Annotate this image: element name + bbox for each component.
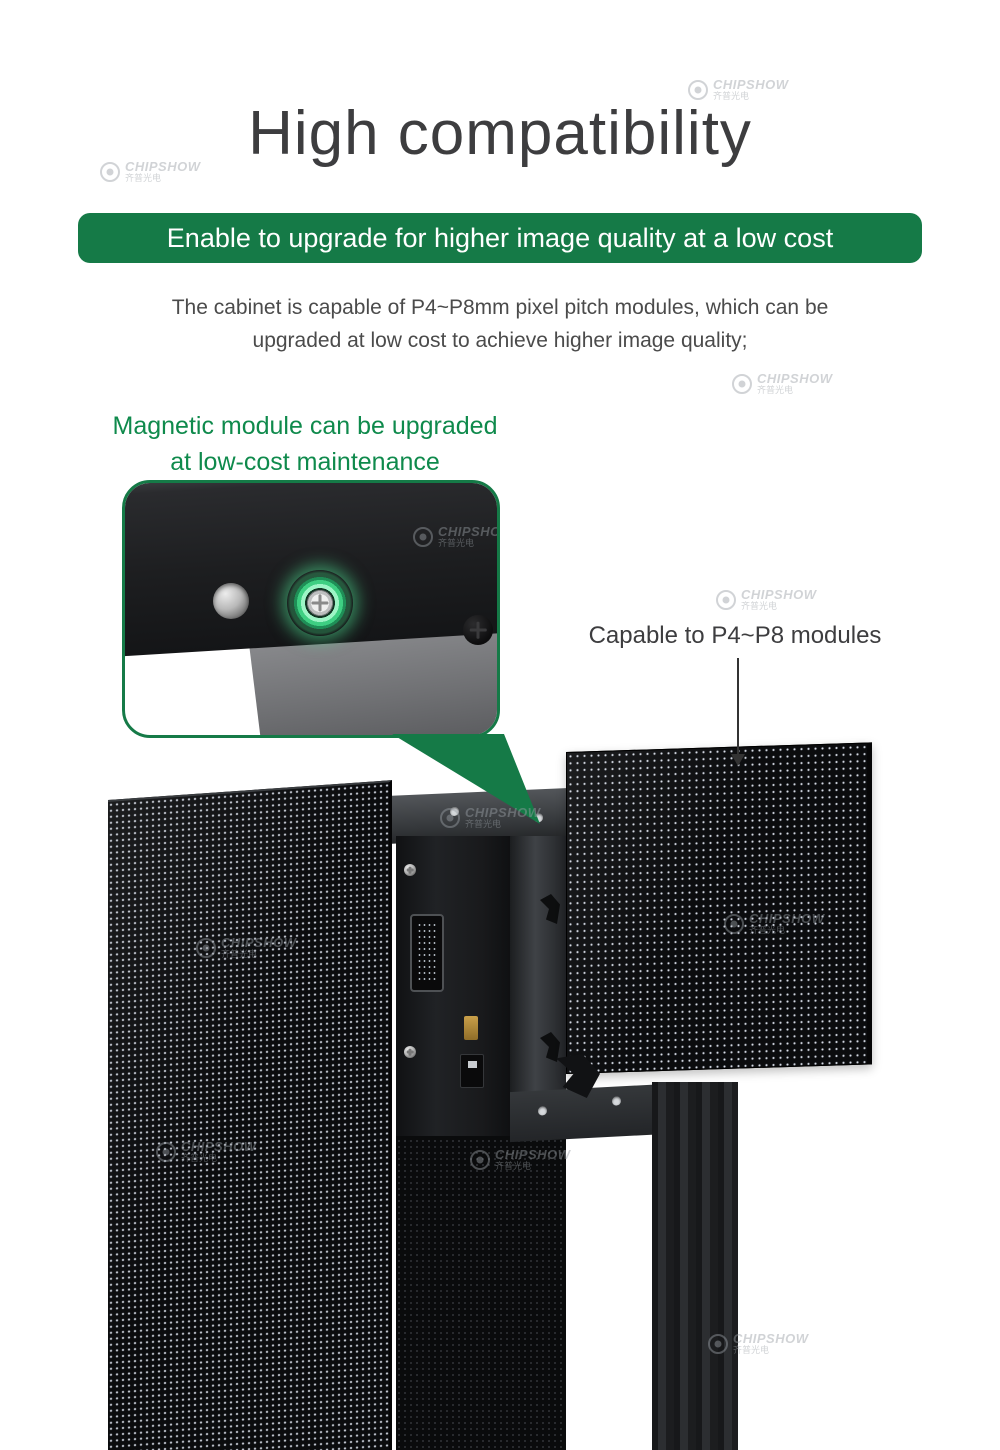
watermark-eye-icon (688, 79, 708, 100)
rail-hole (538, 1106, 547, 1116)
frame-extrusion-column (652, 1082, 738, 1450)
magnet-heading-line-1: Magnetic module can be upgraded (112, 412, 498, 440)
cabinet-frame (396, 836, 510, 1136)
frame-lower-section (396, 1132, 566, 1450)
latch-hook-icon (540, 894, 560, 924)
arrow-shaft (737, 658, 739, 754)
upgrade-banner: Enable to upgrade for higher image quali… (78, 213, 922, 263)
arrow-down-icon (730, 658, 746, 778)
watermark-eye-icon (716, 589, 736, 610)
arrow-head (731, 754, 745, 766)
phillips-screw-icon (463, 615, 493, 645)
frame-screw-icon (404, 864, 416, 876)
watermark-eye-icon (732, 373, 752, 394)
dvi-pins (417, 922, 437, 984)
screw-hole (213, 583, 249, 619)
latch-hook-icon (540, 1032, 560, 1062)
switch-light (468, 1061, 477, 1068)
module-label: Capable to P4~P8 modules (588, 622, 882, 649)
gold-connector (464, 1016, 478, 1040)
frame-inner-column (510, 836, 566, 1138)
callout-pointer (392, 734, 540, 824)
callout-photo: CHIPSHOW 齐普光电 (125, 483, 497, 735)
magnet-callout-image: CHIPSHOW 齐普光电 (122, 480, 500, 738)
magnet-glow-icon (287, 570, 353, 636)
page-title: High compatibility (248, 99, 752, 168)
description-text: The cabinet is capable of P4~P8mm pixel … (0, 292, 1000, 357)
frame-screw-icon (404, 1046, 416, 1058)
magnet-heading-line-2: at low-cost maintenance (170, 448, 440, 477)
rail-hole (612, 1096, 621, 1106)
power-switch (460, 1054, 484, 1088)
led-panel-left (108, 780, 392, 1450)
led-module-right (566, 742, 872, 1074)
description-line-2: upgraded at low cost to achieve higher i… (252, 328, 748, 352)
description-line-1: The cabinet is capable of P4~P8mm pixel … (171, 296, 829, 319)
magnet-heading: Magnetic module can be upgraded at low-c… (60, 408, 550, 481)
dvi-port (410, 914, 444, 992)
